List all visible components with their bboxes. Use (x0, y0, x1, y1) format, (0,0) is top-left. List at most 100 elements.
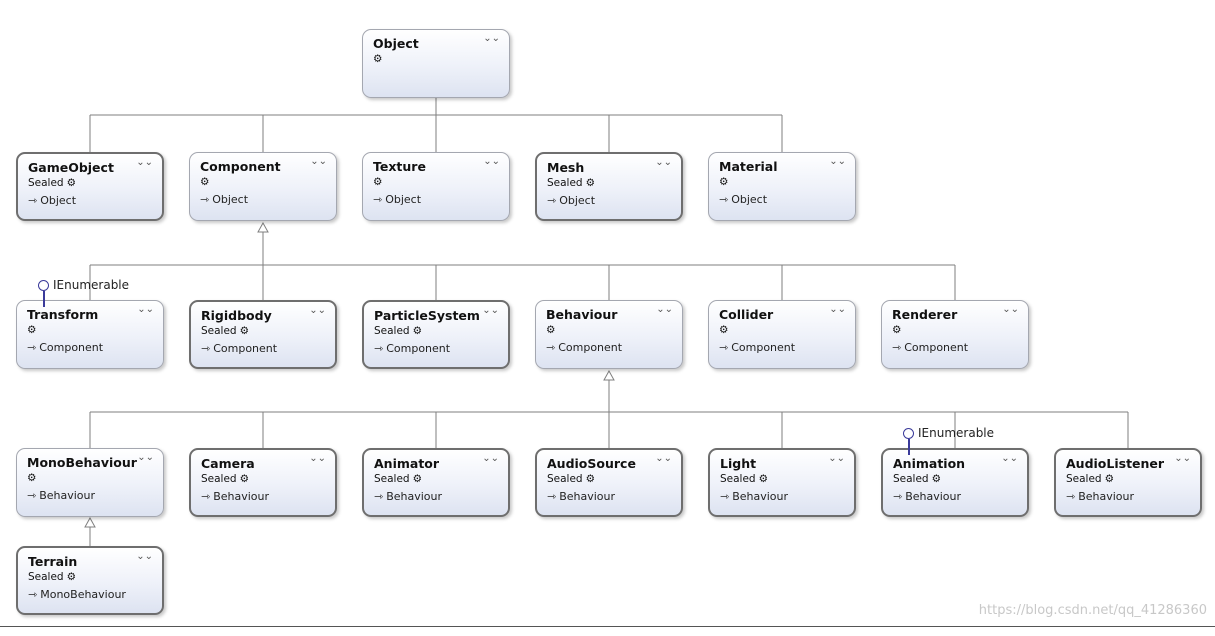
class-name: Transform (27, 307, 99, 322)
class-icon: ⚙ (412, 325, 423, 337)
expand-chevron-icon[interactable]: ⌄⌄ (656, 304, 673, 315)
expand-chevron-icon[interactable]: ⌄⌄ (482, 453, 499, 464)
base-class: ⇾Component (27, 341, 104, 354)
base-class: ⇾Behaviour (1066, 490, 1135, 503)
expand-chevron-icon[interactable]: ⌄⌄ (482, 305, 499, 316)
class-box-camera[interactable]: Camera⌄⌄Sealed⚙⇾Behaviour (189, 448, 337, 517)
base-class: ⇾Object (28, 194, 77, 207)
expand-chevron-icon[interactable]: ⌄⌄ (310, 156, 327, 167)
class-box-terrain[interactable]: Terrain⌄⌄Sealed⚙⇾MonoBehaviour (16, 546, 164, 615)
class-icon: ⚙ (373, 176, 383, 188)
class-icon: ⚙ (200, 176, 210, 188)
inherits-arrow-icon: ⇾ (373, 193, 383, 206)
inherits-arrow-icon: ⇾ (28, 194, 38, 207)
base-class: ⇾Component (719, 341, 796, 354)
base-class: ⇾Behaviour (547, 490, 616, 503)
expand-chevron-icon[interactable]: ⌄⌄ (1002, 304, 1019, 315)
class-icon: ⚙ (892, 324, 902, 336)
class-name: AudioSource (547, 456, 636, 471)
class-box-transform[interactable]: Transform ⌄⌄ ⚙ ⇾Component (16, 300, 164, 369)
base-class: ⇾Object (373, 193, 422, 206)
watermark: https://blog.csdn.net/qq_41286360 (978, 603, 1207, 618)
class-modifier: Sealed⚙ (1066, 473, 1115, 485)
base-class: ⇾Behaviour (720, 490, 789, 503)
class-name: Renderer (892, 307, 958, 322)
expand-chevron-icon[interactable]: ⌄⌄ (137, 452, 154, 463)
class-name: ParticleSystem (374, 308, 480, 323)
class-box-audiosource[interactable]: AudioSource⌄⌄Sealed⚙⇾Behaviour (535, 448, 683, 517)
class-name: MonoBehaviour (27, 455, 137, 470)
interface-name: IEnumerable (53, 278, 130, 292)
class-box-rigidbody[interactable]: Rigidbody⌄⌄Sealed⚙⇾Component (189, 300, 337, 369)
expand-chevron-icon[interactable]: ⌄⌄ (309, 453, 326, 464)
class-icon: ⚙ (412, 473, 423, 485)
expand-chevron-icon[interactable]: ⌄⌄ (1174, 453, 1191, 464)
class-box-behaviour[interactable]: Behaviour⌄⌄⚙⇾Component (535, 300, 683, 369)
class-modifier: Sealed⚙ (547, 177, 596, 189)
inherits-arrow-icon: ⇾ (719, 193, 729, 206)
class-name: Texture (373, 159, 426, 174)
class-icon: ⚙ (931, 473, 942, 485)
class-modifier: Sealed⚙ (201, 473, 250, 485)
class-box-texture[interactable]: Texture ⌄⌄ ⚙ ⇾Object (362, 152, 510, 221)
expand-chevron-icon[interactable]: ⌄⌄ (829, 156, 846, 167)
expand-chevron-icon[interactable]: ⌄⌄ (483, 156, 500, 167)
inherits-arrow-icon: ⇾ (28, 588, 38, 601)
class-name: Object (373, 36, 419, 51)
class-name: Light (720, 456, 757, 471)
class-box-renderer[interactable]: Renderer ⌄⌄ ⚙ ⇾Component (881, 300, 1029, 369)
inherits-arrow-icon: ⇾ (27, 489, 37, 502)
expand-chevron-icon[interactable]: ⌄⌄ (137, 304, 154, 315)
expand-chevron-icon[interactable]: ⌄⌄ (483, 33, 500, 44)
expand-chevron-icon[interactable]: ⌄⌄ (136, 551, 153, 562)
class-icon: ⚙ (719, 176, 729, 188)
class-box-material[interactable]: Material⌄⌄⚙⇾Object (708, 152, 856, 221)
expand-chevron-icon[interactable]: ⌄⌄ (655, 157, 672, 168)
expand-chevron-icon[interactable]: ⌄⌄ (655, 453, 672, 464)
class-box-animator[interactable]: Animator⌄⌄Sealed⚙⇾Behaviour (362, 448, 510, 517)
expand-chevron-icon[interactable]: ⌄⌄ (829, 304, 846, 315)
class-icon: ⚙ (546, 324, 556, 336)
class-box-component[interactable]: Component⌄⌄⚙⇾Object (189, 152, 337, 221)
interface-stick (43, 291, 45, 307)
class-box-mesh[interactable]: Mesh⌄⌄Sealed⚙⇾Object (535, 152, 683, 221)
class-icon: ⚙ (27, 324, 37, 336)
class-icon: ⚙ (239, 325, 250, 337)
class-icon: ⚙ (373, 53, 383, 65)
class-box-monobehaviour[interactable]: MonoBehaviour⌄⌄⚙⇾Behaviour (16, 448, 164, 517)
class-box-object[interactable]: Object ⌄⌄ ⚙ (362, 29, 510, 98)
base-class: ⇾Object (200, 193, 249, 206)
class-box-particlesystem[interactable]: ParticleSystem⌄⌄Sealed⚙⇾Component (362, 300, 510, 369)
expand-chevron-icon[interactable]: ⌄⌄ (309, 305, 326, 316)
base-class: ⇾Component (374, 342, 451, 355)
class-name: Rigidbody (201, 308, 272, 323)
class-icon: ⚙ (239, 473, 250, 485)
inherits-arrow-icon: ⇾ (201, 490, 211, 503)
expand-chevron-icon[interactable]: ⌄⌄ (1001, 453, 1018, 464)
class-box-audiolistener[interactable]: AudioListener ⌄⌄ Sealed⚙ ⇾Behaviour (1054, 448, 1202, 517)
class-box-gameobject[interactable]: GameObject⌄⌄Sealed⚙⇾Object (16, 152, 164, 221)
class-icon: ⚙ (66, 177, 77, 189)
class-box-animation[interactable]: Animation⌄⌄Sealed⚙⇾Behaviour (881, 448, 1029, 517)
inherits-arrow-icon: ⇾ (201, 342, 211, 355)
class-modifier: Sealed⚙ (720, 473, 769, 485)
inherits-arrow-icon: ⇾ (547, 490, 557, 503)
inherits-arrow-icon: ⇾ (200, 193, 210, 206)
class-name: Animation (893, 456, 966, 471)
base-class: ⇾Component (892, 341, 969, 354)
class-icon: ⚙ (585, 177, 596, 189)
class-box-collider[interactable]: Collider⌄⌄⚙⇾Component (708, 300, 856, 369)
class-icon: ⚙ (758, 473, 769, 485)
expand-chevron-icon[interactable]: ⌄⌄ (828, 453, 845, 464)
expand-chevron-icon[interactable]: ⌄⌄ (136, 157, 153, 168)
class-icon: ⚙ (719, 324, 729, 336)
inherits-arrow-icon: ⇾ (893, 490, 903, 503)
class-name: Terrain (28, 554, 78, 569)
class-name: Camera (201, 456, 255, 471)
class-modifier: Sealed⚙ (28, 571, 77, 583)
inherits-arrow-icon: ⇾ (27, 341, 37, 354)
class-name: Animator (374, 456, 440, 471)
class-box-light[interactable]: Light ⌄⌄ Sealed⚙ ⇾Behaviour (708, 448, 856, 517)
class-name: AudioListener (1066, 456, 1165, 471)
